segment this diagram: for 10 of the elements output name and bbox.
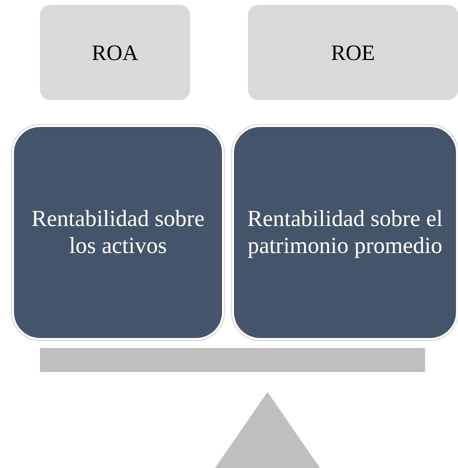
fulcrum-triangle — [215, 392, 320, 468]
description-card — [232, 125, 458, 340]
card-text: ROA — [92, 40, 138, 66]
card-text: Rentabilidad sobre el patrimonio promedio — [246, 206, 444, 259]
card-text: Rentabilidad sobre los activos — [30, 206, 206, 259]
balance-beam — [40, 348, 425, 372]
label-card — [40, 5, 190, 100]
description-card — [12, 125, 224, 340]
card-text: ROE — [331, 40, 375, 66]
label-card — [248, 5, 458, 100]
